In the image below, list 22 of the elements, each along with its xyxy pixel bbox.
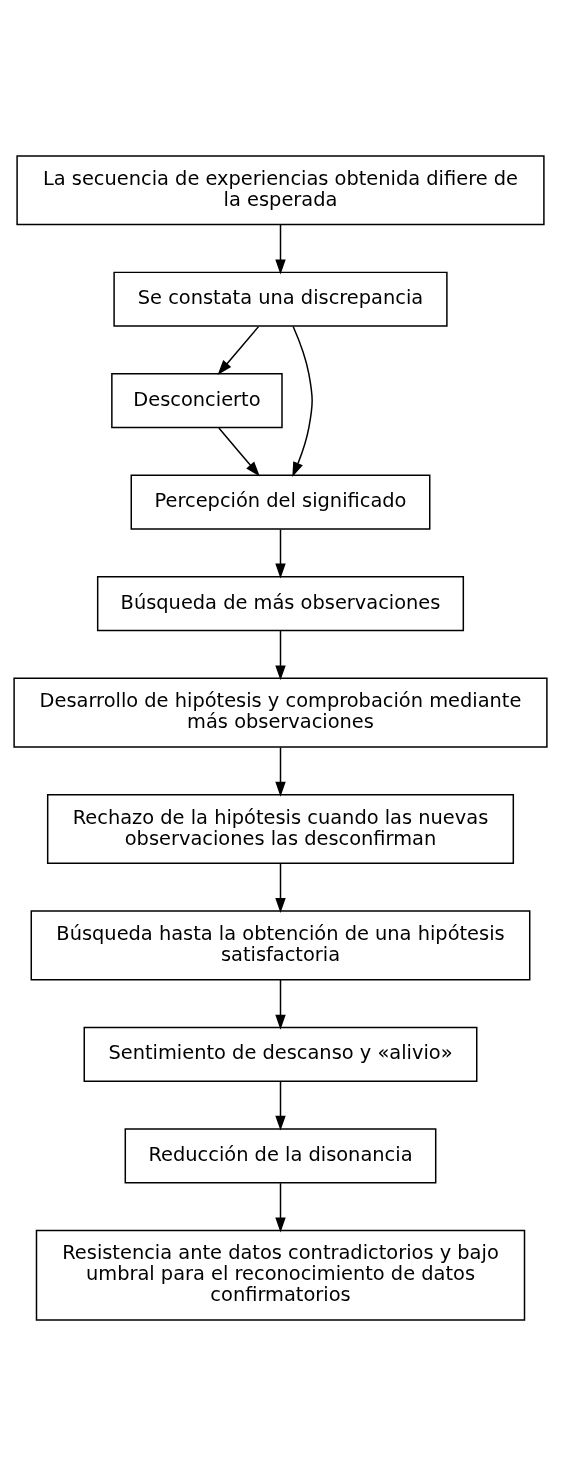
arrow — [275, 629, 286, 680]
arrow — [217, 325, 260, 375]
arrow — [292, 325, 313, 477]
node-box: Resistencia ante datos contradictorios y bajo umbral para el reconocimiento de datos confirmatorios — [35, 1229, 526, 1321]
node-box: Se constata una discrepancia — [113, 271, 448, 327]
arrow — [275, 1181, 286, 1232]
node-box: Desconcierto — [111, 372, 283, 428]
arrow — [218, 426, 260, 476]
arrow — [275, 223, 286, 274]
node-box: Sentimiento de descanso y «alivio» — [83, 1026, 478, 1082]
node-box: La secuencia de experiencias obtenida difiere de la esperada — [16, 154, 545, 225]
arrow — [275, 862, 286, 913]
arrow — [275, 528, 286, 578]
arrow — [275, 1080, 286, 1131]
node-box: Rechazo de la hipótesis cuando las nuevas observaciones las desconfirman — [46, 793, 515, 864]
arrow — [275, 746, 286, 797]
node-box: Búsqueda hasta la obtención de una hipótesis satisfactoria — [30, 909, 531, 980]
node-box: Desarrollo de hipótesis y comprobación mediante más observaciones — [13, 677, 548, 748]
node-box: Percepción del significado — [130, 474, 431, 530]
arrow — [275, 978, 286, 1030]
node-box: Búsqueda de más observaciones — [96, 575, 465, 631]
node-box: Reducción de la disonancia — [124, 1127, 437, 1183]
